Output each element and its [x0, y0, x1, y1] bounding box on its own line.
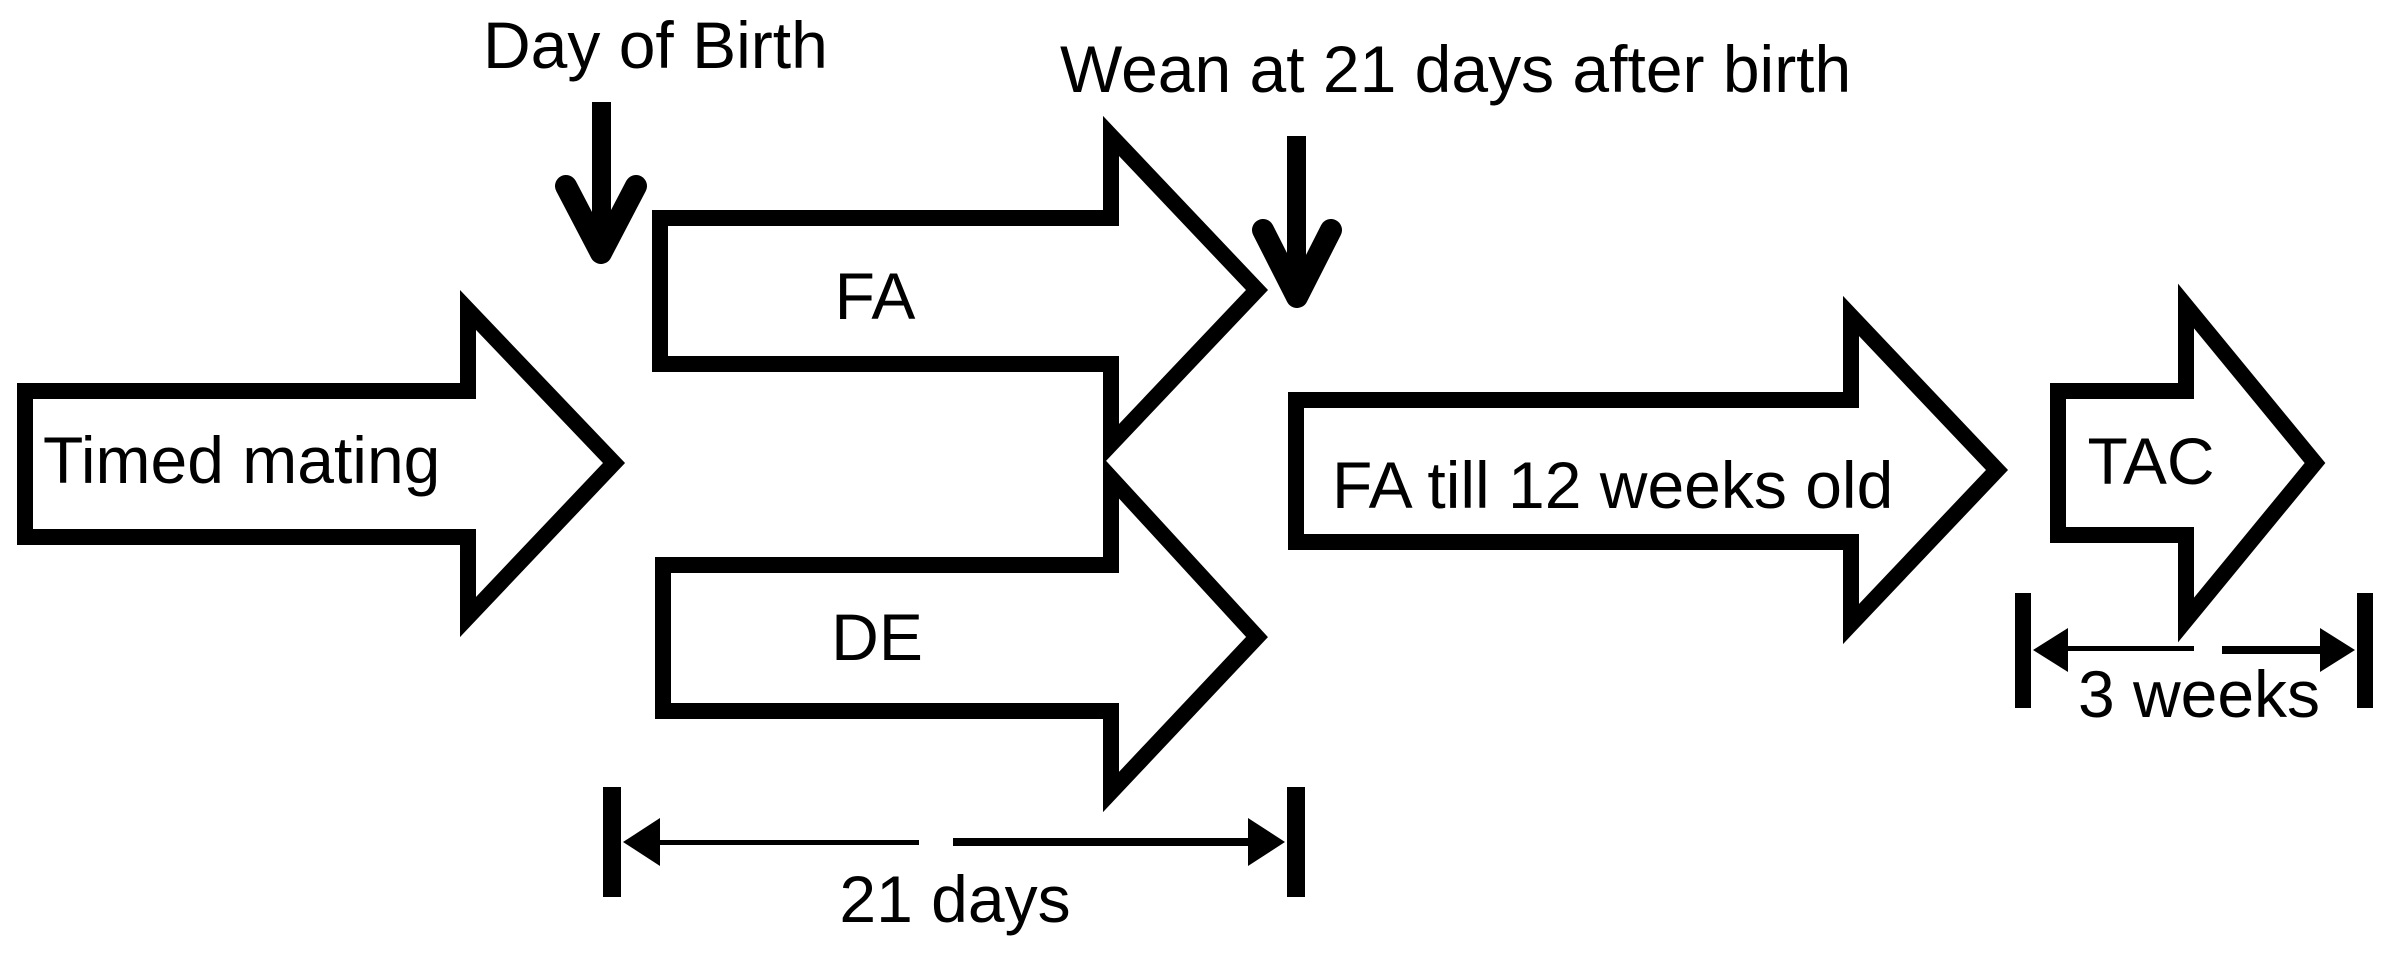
fa-till-12-weeks-block-arrow	[1288, 295, 2009, 645]
de-block-arrow	[655, 457, 1268, 813]
wean-label: Wean at 21 days after birth	[1060, 32, 1852, 106]
tac-label: TAC	[2087, 424, 2215, 498]
timed-mating-block-arrow	[17, 290, 626, 638]
fa-till-12-weeks-label: FA till 12 weeks old	[1332, 448, 1894, 522]
fa-label: FA	[834, 259, 916, 333]
tac-block-arrow	[2050, 283, 2326, 643]
21-days-label: 21 days	[839, 862, 1071, 936]
day-of-birth-label: Day of Birth	[483, 8, 828, 82]
fa-block-arrow	[652, 115, 1269, 465]
de-label: DE	[831, 600, 923, 674]
wean-arrow-icon	[1252, 136, 1342, 308]
21-days-dimension	[603, 787, 1305, 897]
day-of-birth-arrow-icon	[555, 102, 647, 264]
3-weeks-dimension	[2015, 593, 2373, 708]
timed-mating-label: Timed mating	[43, 423, 441, 497]
3-weeks-label: 3 weeks	[2077, 657, 2321, 731]
